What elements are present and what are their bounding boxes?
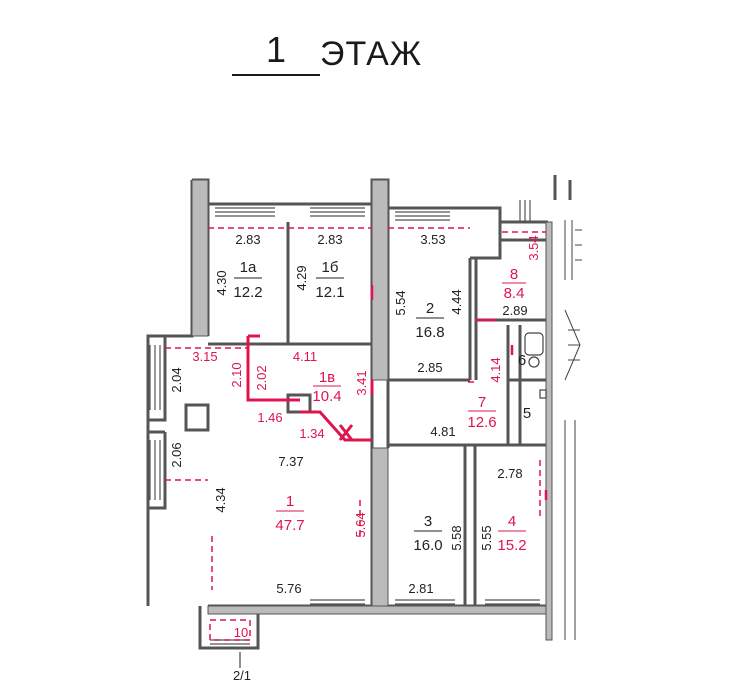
stairs	[564, 220, 582, 640]
room-area: 8.4	[504, 285, 525, 302]
room-number: 8	[510, 266, 518, 283]
room-area: 12.6	[467, 414, 496, 431]
room-number: 1а	[240, 259, 257, 276]
dimension-label: 3.53	[420, 232, 445, 247]
room-number: 3	[424, 513, 432, 530]
dimension-label: 4.30	[214, 270, 229, 295]
dimension-label: 1.34	[299, 426, 324, 441]
wall-fills	[191, 179, 553, 641]
dimension-label: 5.58	[449, 525, 464, 550]
dimension-label: 2.89	[502, 303, 527, 318]
room-number: 2	[426, 300, 434, 317]
room-area: 16.8	[415, 324, 444, 341]
dimension-label: 4.44	[449, 289, 464, 314]
dimension-label: 4.34	[213, 487, 228, 512]
dimension-label: 5.54	[393, 290, 408, 315]
room-1v-boundary	[246, 334, 374, 442]
room-number: 5	[523, 405, 531, 422]
room-area: 15.2	[497, 537, 526, 554]
floor-number-underline	[232, 74, 320, 76]
room-number: 4	[508, 513, 516, 530]
plan-title: 1 ЭТАЖ	[228, 30, 448, 80]
room-labels: 1а 12.2 1б 12.1 1в 10.4 1 47.7 2 16.8 3 …	[233, 259, 531, 640]
floor-word: ЭТАЖ	[320, 35, 423, 73]
room-number: 1	[286, 493, 294, 510]
room-area: 16.0	[413, 537, 442, 554]
dimension-label: 2.78	[497, 466, 522, 481]
dimension-label: 3.15	[192, 349, 217, 364]
room-number: 6	[518, 352, 526, 369]
dimension-label: 2.83	[317, 232, 342, 247]
room-number: 1б	[322, 259, 339, 276]
dimension-label: 2.02	[254, 365, 269, 390]
dimension-label: 7.37	[278, 454, 303, 469]
red-dashed-outlines	[165, 227, 546, 641]
room-area: 10.4	[312, 388, 341, 405]
dimension-label: 5.55	[479, 525, 494, 550]
room-area: 12.1	[315, 284, 344, 301]
room-number: 10	[234, 625, 248, 640]
section-fraction: 2/1	[233, 668, 251, 683]
dimension-label: 5.76	[276, 581, 301, 596]
room-area: 47.7	[275, 517, 304, 534]
floor-number: 1	[266, 29, 287, 70]
dimension-label: 2.85	[417, 360, 442, 375]
dimension-label: 5.64	[353, 512, 368, 537]
windows	[149, 200, 540, 645]
room-number: 7	[478, 394, 486, 411]
dimension-labels: 2.83 2.83 3.53 3.54 4.30 4.29 5.54 4.44 …	[169, 232, 541, 596]
dimension-label: 4.29	[294, 265, 309, 290]
dimension-label: 4.14	[488, 357, 503, 382]
dimension-label: 2.83	[235, 232, 260, 247]
bathroom-fixtures	[524, 332, 547, 399]
dimension-label: 3.41	[354, 370, 369, 395]
dimension-label: 4.81	[430, 424, 455, 439]
dimension-label: 1.46	[257, 410, 282, 425]
dimension-label: 3.54	[526, 235, 541, 260]
dimension-label: 2.06	[169, 442, 184, 467]
footer-fraction: 2/1	[233, 652, 251, 683]
room-area: 12.2	[233, 284, 262, 301]
dimension-label: 2.04	[169, 367, 184, 392]
dimension-label: 4.11	[293, 349, 317, 364]
dimension-label: 2.81	[408, 581, 433, 596]
dimension-label: 2.10	[229, 362, 244, 387]
accent-marks	[370, 285, 548, 500]
room-number: 1в	[319, 369, 335, 386]
